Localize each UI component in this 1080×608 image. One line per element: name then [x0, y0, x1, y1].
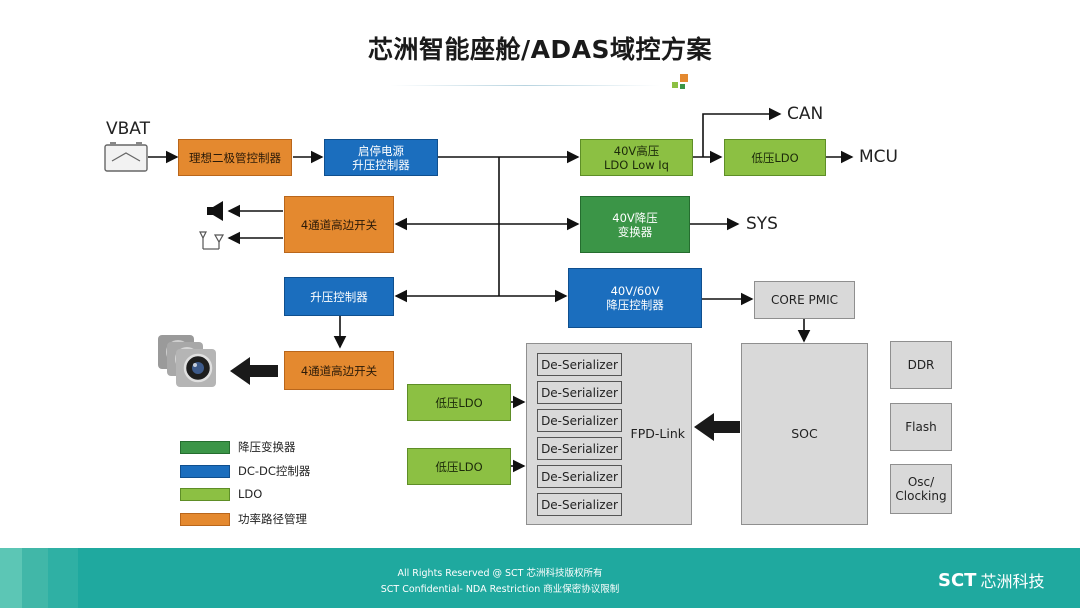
legend-label-buck: 降压变换器 — [238, 440, 296, 454]
legend-buck: 降压变换器 — [180, 439, 296, 455]
ldo-40v-low-iq: 40V高压 LDO Low Iq — [580, 139, 693, 176]
legend-swatch-dcdc — [180, 464, 230, 478]
legend-ldo: LDO — [180, 487, 262, 501]
deserializer-1: De-Serializer — [537, 353, 622, 376]
low-voltage-ldo-mcu: 低压LDO — [724, 139, 826, 176]
buck-converter-40v: 40V降压 变换器 — [580, 196, 690, 253]
low-voltage-ldo-b: 低压LDO — [407, 448, 511, 485]
footer-stripes — [0, 548, 100, 608]
title-underline — [390, 85, 660, 86]
sys-label: SYS — [746, 214, 778, 234]
fpd-link-label: FPD-Link — [630, 426, 685, 441]
core-pmic: CORE PMIC — [754, 281, 855, 319]
ideal-diode-controller: 理想二极管控制器 — [178, 139, 292, 176]
antenna-icon — [199, 231, 225, 250]
legend-label-ldo: LDO — [238, 487, 263, 501]
legend-label-power-path: 功率路径管理 — [238, 512, 307, 526]
speaker-icon — [207, 201, 223, 221]
ddr-block: DDR — [890, 341, 952, 389]
can-label: CAN — [787, 104, 824, 124]
high-side-switch-1: 4通道高边开关 — [284, 196, 394, 253]
boost-controller: 升压控制器 — [284, 277, 394, 316]
soc-to-fpd-arrow — [694, 413, 740, 441]
deserializer-6: De-Serializer — [537, 493, 622, 516]
footer-line-2: SCT Confidential- NDA Restriction 商业保密协议… — [380, 584, 620, 595]
deserializer-4: De-Serializer — [537, 437, 622, 460]
footer-bar — [0, 548, 1080, 608]
legend-dcdc: DC-DC控制器 — [180, 463, 310, 479]
footer-copyright: All Rights Reserved @ SCT 芯洲科技版权所有 SCT C… — [300, 566, 700, 598]
deserializer-5: De-Serializer — [537, 465, 622, 488]
connection-wires — [148, 107, 854, 473]
soc-block: SOC — [741, 343, 868, 525]
legend-swatch-power-path — [180, 512, 230, 526]
camera-icon — [158, 335, 216, 387]
footer-logo-sub: 芯洲科技 — [980, 572, 1045, 591]
legend-power-path: 功率路径管理 — [180, 511, 307, 527]
legend-swatch-ldo — [180, 487, 230, 501]
footer-line-1: All Rights Reserved @ SCT 芯洲科技版权所有 — [397, 568, 603, 579]
deserializer-2: De-Serializer — [537, 381, 622, 404]
vbat-label: VBAT — [106, 119, 150, 139]
mcu-label: MCU — [859, 147, 898, 167]
legend-swatch-buck — [180, 440, 230, 454]
footer-logo-text: SCT — [938, 569, 977, 591]
deserializer-3: De-Serializer — [537, 409, 622, 432]
buck-controller-40v-60v: 40V/60V 降压控制器 — [568, 268, 702, 328]
start-stop-boost-controller: 启停电源 升压控制器 — [324, 139, 438, 176]
footer-logo: SCT 芯洲科技 — [938, 568, 1044, 592]
switch-to-camera-arrow — [230, 357, 278, 385]
legend-label-dcdc: DC-DC控制器 — [238, 464, 311, 478]
high-side-switch-2: 4通道高边开关 — [284, 351, 394, 390]
battery-icon — [104, 142, 148, 172]
page-title: 芯洲智能座舱/ADAS域控方案 — [367, 35, 713, 64]
low-voltage-ldo-a: 低压LDO — [407, 384, 511, 421]
osc-clocking-block: Osc/ Clocking — [890, 464, 952, 514]
flash-block: Flash — [890, 403, 952, 451]
sct-logo-icon — [672, 74, 688, 89]
